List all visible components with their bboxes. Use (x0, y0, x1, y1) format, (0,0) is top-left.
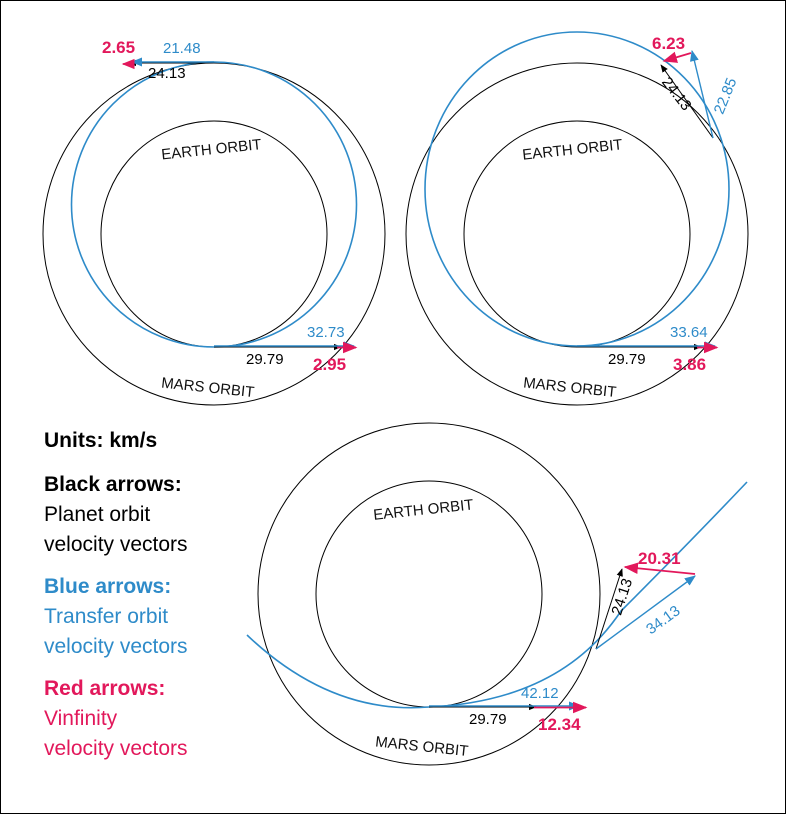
panel-1: 2.65 21.48 24.13 32.73 29.79 2.95 EARTH … (42, 38, 386, 406)
mars-orbit-label: MARS ORBIT (522, 374, 617, 401)
transfer-orbit (424, 31, 730, 347)
mars-orbit-label: MARS ORBIT (374, 733, 469, 760)
blue-arrows-desc-2: velocity vectors (44, 635, 188, 658)
departure-transfer-label: 42.12 (521, 685, 559, 702)
earth-orbit-label: EARTH ORBIT (521, 136, 623, 163)
arrival-planet-arrow (660, 64, 714, 139)
arrival-transfer-label: 21.48 (163, 40, 201, 57)
black-arrows-desc-2: velocity vectors (44, 533, 188, 556)
departure-transfer-label: 32.73 (307, 324, 345, 341)
earth-orbit-label: EARTH ORBIT (372, 496, 474, 523)
legend-black: Black arrows: Planet orbit velocity vect… (44, 470, 188, 560)
departure-vinf-label: 12.34 (538, 715, 581, 734)
arrival-planet-label: 24.13 (658, 74, 695, 114)
transfer-orbit (246, 481, 748, 709)
blue-arrows-desc-1: Transfer orbit (44, 605, 169, 628)
arrival-planet-arrow (595, 568, 623, 650)
arrival-transfer-arrow (690, 49, 714, 139)
mars-orbit-label: MARS ORBIT (160, 375, 255, 402)
arrival-planet-label: 24.13 (608, 576, 636, 617)
black-arrows-desc-1: Planet orbit (44, 503, 151, 526)
red-arrows-desc-2: velocity vectors (44, 737, 188, 760)
departure-transfer-label: 33.64 (670, 324, 708, 341)
red-arrows-desc-1: Vinfinity (44, 707, 118, 730)
departure-vinf-label: 3.86 (673, 355, 706, 374)
panel-3: 20.31 34.13 24.13 42.12 29.79 12.34 EART… (246, 422, 748, 766)
mars-orbit (42, 62, 386, 406)
arrival-vinf-arrow (623, 562, 696, 575)
arrival-transfer-label: 34.13 (643, 602, 683, 638)
black-arrows-title: Black arrows: (44, 473, 182, 496)
arrival-transfer-label: 22.85 (711, 75, 741, 116)
legend-blue: Blue arrows: Transfer orbit velocity vec… (44, 572, 188, 662)
departure-planet-label: 29.79 (469, 711, 507, 728)
arrival-vinf-label: 20.31 (638, 549, 681, 568)
earth-orbit-label: EARTH ORBIT (160, 136, 262, 163)
arrival-vinf-label: 2.65 (102, 38, 135, 57)
units-label: Units: km/s (44, 429, 158, 452)
departure-planet-label: 29.79 (608, 351, 646, 368)
blue-arrows-title: Blue arrows: (44, 575, 172, 598)
red-arrows-title: Red arrows: (44, 677, 166, 700)
arrival-vinf-label: 6.23 (652, 34, 685, 53)
arrival-vinf-arrow (662, 51, 692, 63)
arrival-transfer-arrow (595, 575, 696, 650)
mars-orbit (257, 422, 601, 766)
panel-2: 6.23 22.85 24.13 33.64 29.79 3.86 EARTH … (405, 31, 749, 406)
departure-planet-label: 29.79 (246, 351, 284, 368)
legend: Units: km/s Black arrows: Planet orbit v… (44, 426, 188, 776)
transfer-orbit (70, 61, 358, 348)
legend-units: Units: km/s (44, 426, 188, 456)
mars-orbit (405, 62, 749, 406)
arrival-planet-label: 24.13 (148, 65, 186, 82)
departure-vinf-label: 2.95 (313, 355, 346, 374)
legend-red: Red arrows: Vinfinity velocity vectors (44, 674, 188, 764)
